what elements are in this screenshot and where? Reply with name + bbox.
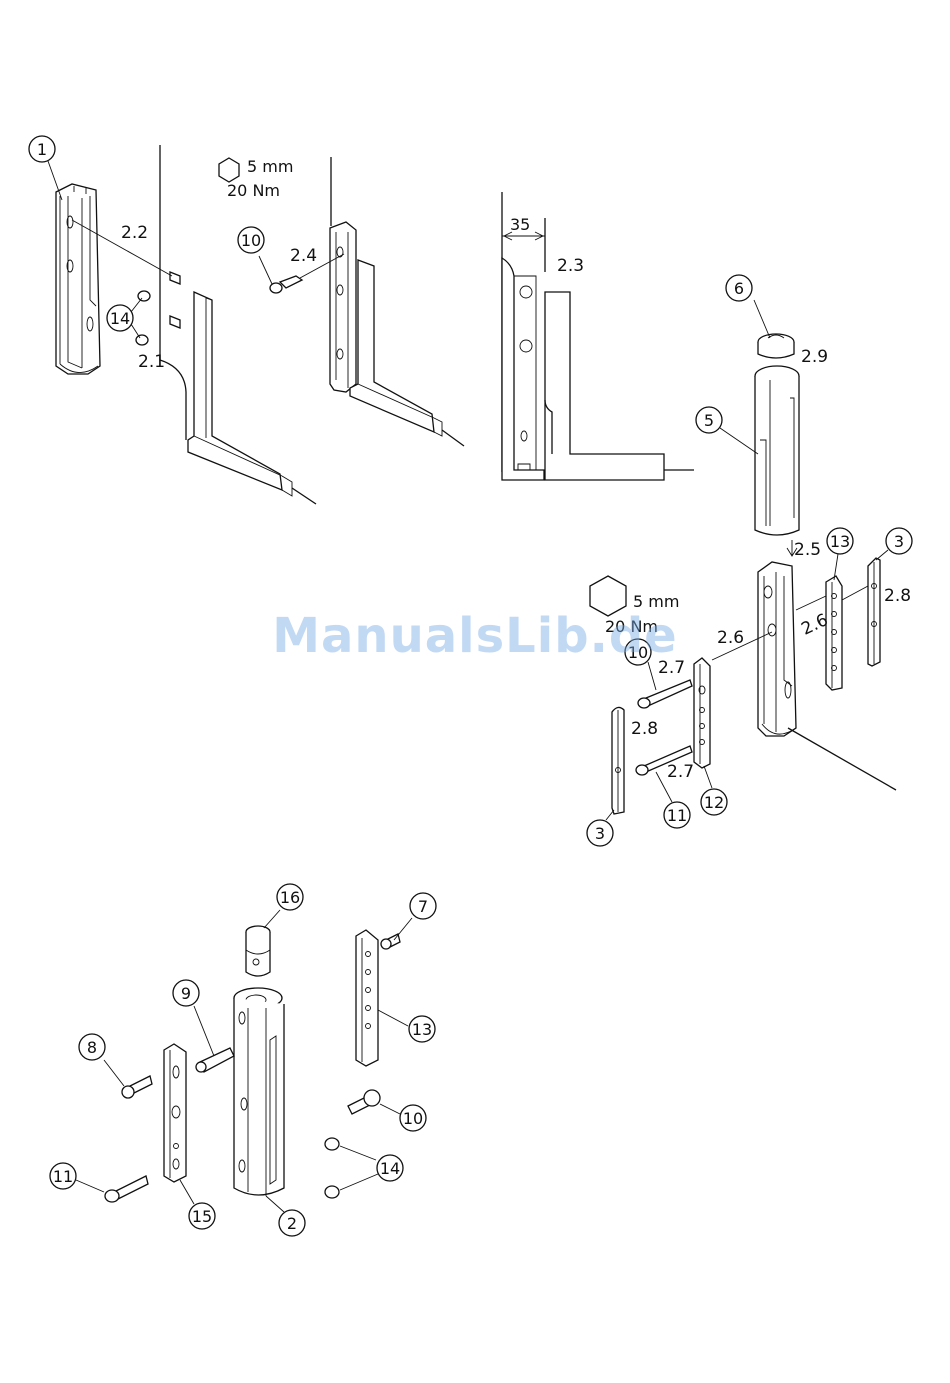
step-label: 2.2 bbox=[121, 223, 148, 243]
callout-16: 16 bbox=[277, 884, 303, 910]
hinge-part-1 bbox=[56, 184, 100, 374]
bolt-pair-14 bbox=[136, 272, 180, 345]
screw-part-11 bbox=[105, 1176, 148, 1202]
plate-part-13-right bbox=[826, 576, 842, 690]
callout-1: 1 bbox=[29, 136, 55, 162]
view-exploded-parts bbox=[105, 926, 400, 1202]
svg-text:11: 11 bbox=[53, 1167, 73, 1186]
svg-text:6: 6 bbox=[734, 279, 744, 298]
hinge-part-2 bbox=[234, 988, 284, 1196]
callout-12: 12 bbox=[701, 789, 727, 815]
svg-text:11: 11 bbox=[667, 806, 687, 825]
screw-part-8 bbox=[122, 1076, 152, 1098]
svg-text:8: 8 bbox=[87, 1038, 97, 1057]
callout-15: 15 bbox=[189, 1203, 215, 1229]
callout-2: 2 bbox=[279, 1210, 305, 1236]
torque-top: 20 Nm bbox=[227, 181, 280, 200]
step-label: 2.1 bbox=[138, 352, 165, 372]
svg-text:15: 15 bbox=[192, 1207, 212, 1226]
svg-text:13: 13 bbox=[412, 1020, 432, 1039]
svg-text:10: 10 bbox=[628, 643, 648, 662]
torque-right: 20 Nm bbox=[605, 617, 658, 636]
pin-part-9 bbox=[196, 1048, 234, 1072]
plate-part-12 bbox=[694, 658, 710, 768]
step-label: 2.3 bbox=[557, 256, 584, 276]
screw-10-top bbox=[270, 276, 302, 293]
svg-text:13: 13 bbox=[830, 532, 850, 551]
step-label: 2.7 bbox=[667, 762, 694, 782]
callout-11: 11 bbox=[50, 1163, 76, 1189]
pin-part-16 bbox=[246, 926, 270, 976]
svg-text:14: 14 bbox=[380, 1159, 400, 1178]
frame-profile-top bbox=[350, 260, 464, 446]
callout-10: 10 bbox=[238, 227, 264, 253]
screw-part-10 bbox=[348, 1090, 380, 1114]
hex-size-top: 5 mm bbox=[247, 157, 293, 176]
callout-3: 3 bbox=[587, 820, 613, 846]
callout-7: 7 bbox=[410, 893, 436, 919]
cover-part-3-right bbox=[868, 558, 880, 666]
washer-pair-14 bbox=[325, 1138, 339, 1198]
hex-icon-top bbox=[219, 158, 239, 182]
callout-10: 10 bbox=[400, 1105, 426, 1131]
sleeve-part-5 bbox=[755, 366, 799, 535]
svg-text:2: 2 bbox=[287, 1214, 297, 1233]
view-step-2-4 bbox=[219, 157, 464, 446]
svg-text:1: 1 bbox=[37, 140, 47, 159]
callout-14: 14 bbox=[107, 305, 133, 331]
callout-10: 10 bbox=[625, 639, 651, 665]
spec-labels: 5 mm 20 Nm 5 mm 20 Nm 35 bbox=[227, 157, 679, 636]
plate-part-15 bbox=[164, 1044, 186, 1182]
step-label: 2.8 bbox=[884, 586, 911, 606]
screw-10-right bbox=[638, 680, 692, 708]
callout-13: 13 bbox=[409, 1016, 435, 1042]
svg-text:10: 10 bbox=[241, 231, 261, 250]
step-label: 2.6 bbox=[717, 628, 744, 648]
svg-text:16: 16 bbox=[280, 888, 300, 907]
callout-13: 13 bbox=[827, 528, 853, 554]
cover-part-3-left bbox=[612, 707, 624, 814]
svg-text:5: 5 bbox=[704, 411, 714, 430]
step-label: 2.5 bbox=[794, 540, 821, 560]
svg-text:12: 12 bbox=[704, 793, 724, 812]
callout-6: 6 bbox=[726, 275, 752, 301]
callout-14: 14 bbox=[377, 1155, 403, 1181]
cap-part-6 bbox=[758, 334, 794, 358]
hex-size-right: 5 mm bbox=[633, 592, 679, 611]
frame-section bbox=[502, 258, 694, 480]
step-label: 2.4 bbox=[290, 246, 317, 266]
step-label: 2.7 bbox=[658, 658, 685, 678]
svg-text:14: 14 bbox=[110, 309, 130, 328]
svg-text:7: 7 bbox=[418, 897, 428, 916]
step-label: 2.9 bbox=[801, 347, 828, 367]
step-label: 2.8 bbox=[631, 719, 658, 739]
hex-icon-right bbox=[590, 576, 626, 616]
svg-text:9: 9 bbox=[181, 984, 191, 1003]
hinge-mounted-top bbox=[330, 222, 356, 392]
callout-9: 9 bbox=[173, 980, 199, 1006]
view-step-2-5 bbox=[590, 334, 896, 814]
callout-5: 5 bbox=[696, 407, 722, 433]
dimension-label: 35 bbox=[510, 215, 530, 234]
svg-text:3: 3 bbox=[595, 824, 605, 843]
callout-3: 3 bbox=[886, 528, 912, 554]
callout-11: 11 bbox=[664, 802, 690, 828]
svg-text:3: 3 bbox=[894, 532, 904, 551]
callout-8: 8 bbox=[79, 1034, 105, 1060]
svg-text:10: 10 bbox=[403, 1109, 423, 1128]
view-step-2-3 bbox=[502, 192, 694, 480]
plate-part-13 bbox=[356, 930, 378, 1066]
hinge-part-2-right bbox=[758, 562, 796, 736]
